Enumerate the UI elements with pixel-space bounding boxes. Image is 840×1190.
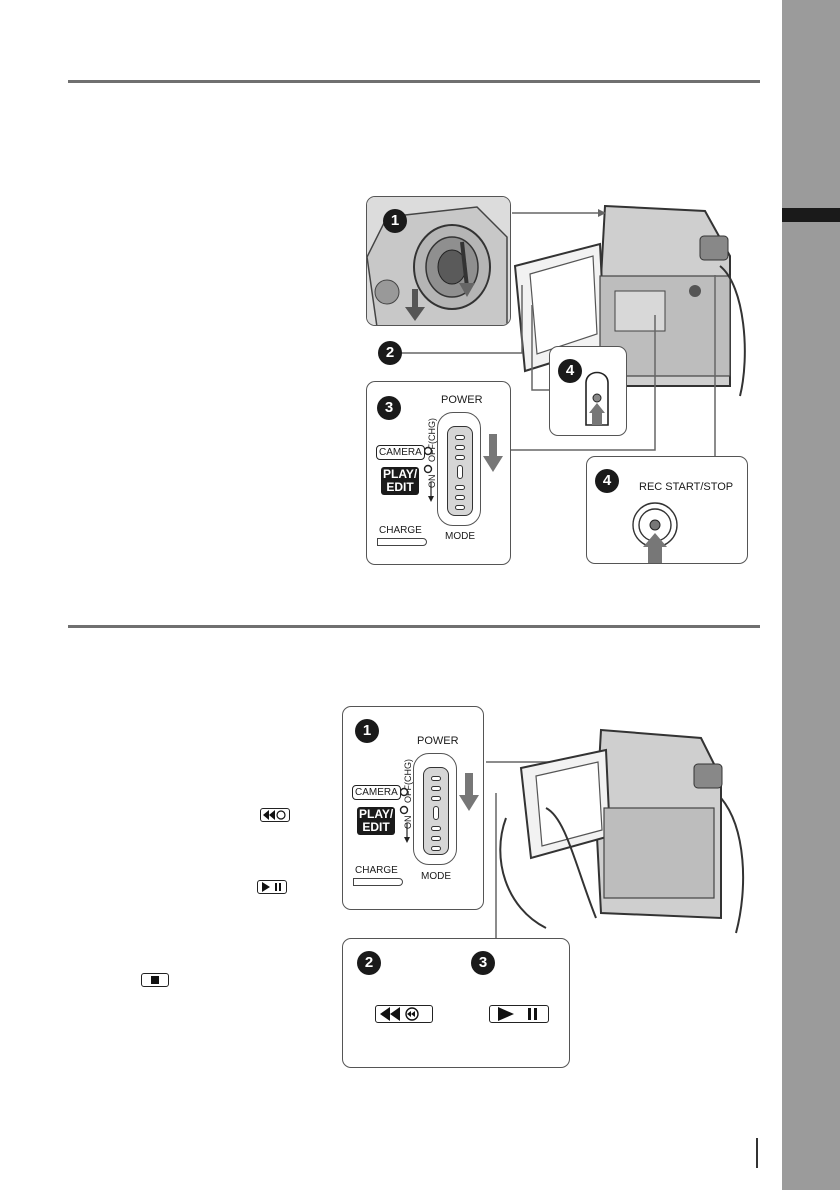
rewind-button xyxy=(375,1005,433,1023)
playback-power-switch-knob xyxy=(423,767,449,855)
arrow-down-icon xyxy=(483,434,503,472)
play-pause-icon xyxy=(257,880,287,894)
playback-arrow-down-icon xyxy=(459,773,479,811)
section-rule-recording xyxy=(68,80,760,83)
playback-charge-label: CHARGE xyxy=(355,865,398,876)
play-pause-button xyxy=(489,1005,549,1023)
playback-mode-label: MODE xyxy=(421,871,451,882)
leader-lines xyxy=(388,209,716,457)
charge-label: CHARGE xyxy=(379,525,422,536)
page-number-separator xyxy=(756,1138,758,1168)
section-tab-marker xyxy=(782,208,840,222)
step-1-badge: 1 xyxy=(383,209,407,233)
playback-step-1-badge: 1 xyxy=(355,719,379,743)
rec-start-stop-panel: 4 REC START/STOP xyxy=(586,456,748,564)
camcorder-drawing xyxy=(513,204,746,397)
playback-power-label: POWER xyxy=(417,735,459,747)
record-button-panel-small: 4 xyxy=(549,346,627,436)
mode-label: MODE xyxy=(445,531,475,542)
playback-play-edit-mode-label: PLAY/ EDIT xyxy=(357,807,395,835)
play-edit-mode-label: PLAY/ EDIT xyxy=(381,467,419,495)
playback-power-switch-panel: 1 POWER OFF(CHG) ON CAMERA PLAY/ EDIT xyxy=(342,706,484,910)
step-4-badge-b: 4 xyxy=(595,469,619,493)
power-switch-panel: 3 POWER OFF(CHG) ON CAMERA PLAY/ EDIT xyxy=(366,381,511,565)
power-switch-knob xyxy=(447,426,473,516)
power-label: POWER xyxy=(441,394,483,406)
section-tab xyxy=(782,0,840,1190)
step-2-badge: 2 xyxy=(378,341,402,365)
step-3-badge: 3 xyxy=(377,396,401,420)
rewind-icon xyxy=(260,808,290,822)
rec-start-stop-label: REC START/STOP xyxy=(639,481,734,493)
record-button-icon xyxy=(585,371,609,426)
playback-position-indicators xyxy=(399,787,410,843)
playback-charge-lamp xyxy=(353,878,403,886)
playback-camera-mode-label: CAMERA xyxy=(352,785,401,800)
playback-step-3-badge: 3 xyxy=(471,951,495,975)
playback-buttons-panel: 2 3 xyxy=(342,938,570,1068)
camera-mode-label: CAMERA xyxy=(376,445,425,460)
playback-step-2-badge: 2 xyxy=(357,951,381,975)
lens-cover-panel: 1 xyxy=(366,196,511,326)
rec-start-stop-button-icon xyxy=(632,502,678,563)
position-indicators xyxy=(423,446,434,502)
step-4-badge-a: 4 xyxy=(558,359,582,383)
charge-lamp xyxy=(377,538,427,546)
section-rule-playback xyxy=(68,625,760,628)
camcorder-in-hands-drawing xyxy=(486,728,745,938)
stop-icon xyxy=(141,973,169,987)
